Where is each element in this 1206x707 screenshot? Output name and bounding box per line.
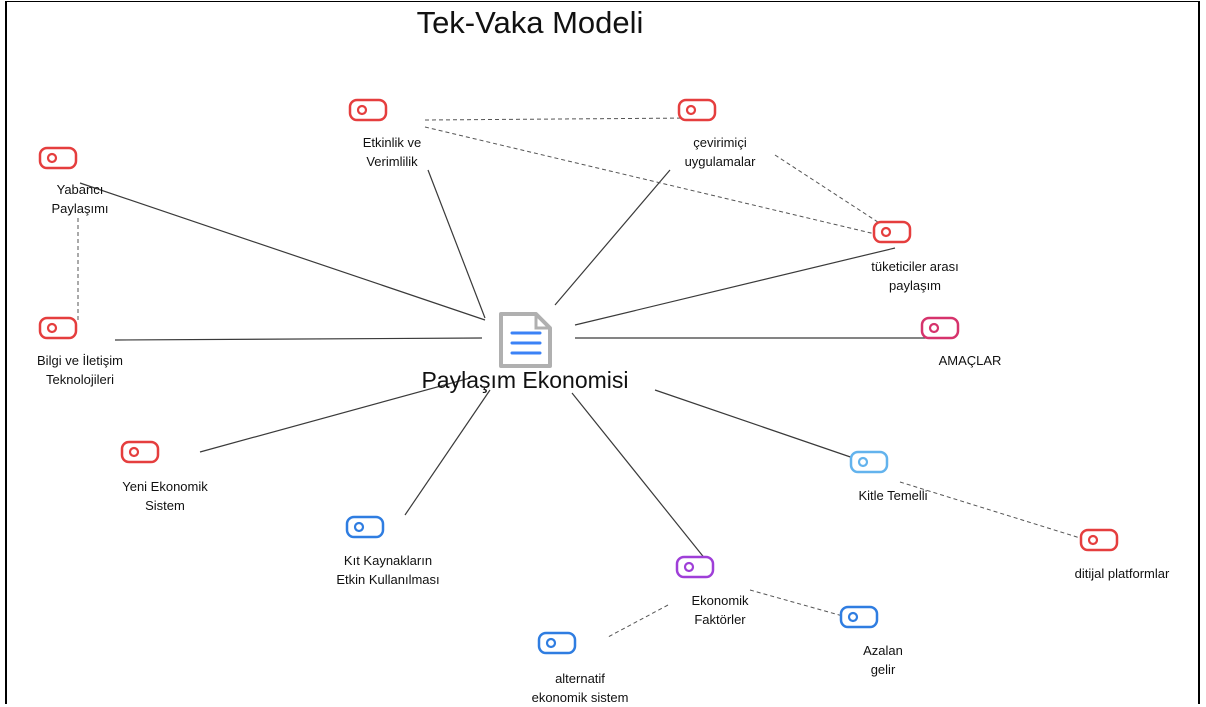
kitle-tag-icon[interactable] bbox=[849, 450, 889, 474]
connector-line bbox=[79, 182, 486, 321]
node-label-ditijal[interactable]: ditijal platformlar bbox=[1074, 566, 1170, 581]
connector-line bbox=[404, 389, 491, 516]
diagram-frame bbox=[5, 1, 1200, 704]
dashed-connector bbox=[899, 481, 1094, 543]
ekonomik-tag-icon[interactable] bbox=[675, 555, 715, 579]
node-label-yabanci[interactable]: Yabancı Paylaşımı bbox=[51, 182, 109, 216]
node-label-cevrimici[interactable]: çevirimiçi uygulamalar bbox=[684, 135, 756, 169]
etkinlik-tag-icon[interactable] bbox=[348, 98, 388, 122]
tuketiciler-tag-icon[interactable] bbox=[872, 220, 912, 244]
dashed-connector bbox=[607, 604, 669, 638]
connector-line bbox=[427, 169, 486, 319]
kit-tag-icon[interactable] bbox=[345, 515, 385, 539]
connector-line bbox=[654, 389, 866, 463]
center-node-label[interactable]: Paylaşım Ekonomisi bbox=[421, 367, 629, 393]
node-label-ekonomik[interactable]: Ekonomik Faktörler bbox=[691, 593, 749, 627]
yabanci-tag-icon[interactable] bbox=[38, 146, 78, 170]
yeni-tag-icon[interactable] bbox=[120, 440, 160, 464]
node-label-bilgi[interactable]: Bilgi ve İletişim Teknolojileri bbox=[37, 353, 123, 387]
azalan-tag-icon[interactable] bbox=[839, 605, 879, 629]
node-label-tuketiciler[interactable]: tüketiciler arası paylaşım bbox=[871, 259, 959, 293]
node-label-yeni[interactable]: Yeni Ekonomik Sistem bbox=[122, 479, 208, 513]
dashed-connector bbox=[424, 117, 696, 121]
node-label-amaclar[interactable]: AMAÇLAR bbox=[938, 353, 1002, 368]
node-label-alternatif[interactable]: alternatif ekonomik sistem bbox=[531, 671, 629, 705]
connector-line bbox=[554, 169, 671, 306]
cevrimici-tag-icon[interactable] bbox=[677, 98, 717, 122]
node-label-azalan[interactable]: Azalan gelir bbox=[863, 643, 903, 677]
dashed-connector bbox=[424, 126, 893, 239]
node-label-kit[interactable]: Kıt Kaynakların Etkin Kullanılması bbox=[336, 553, 440, 587]
connector-line bbox=[199, 377, 471, 453]
node-label-etkinlik[interactable]: Etkinlik ve Verimlilik bbox=[362, 135, 422, 169]
dashed-connector bbox=[774, 154, 888, 229]
document-icon[interactable] bbox=[499, 312, 552, 368]
diagram-title: Tek-Vaka Modeli bbox=[416, 5, 644, 40]
dashed-connector bbox=[749, 589, 858, 621]
connector-line bbox=[114, 337, 483, 341]
bilgi-tag-icon[interactable] bbox=[38, 316, 78, 340]
amaclar-tag-icon[interactable] bbox=[920, 316, 960, 340]
ditijal-tag-icon[interactable] bbox=[1079, 528, 1119, 552]
node-label-kitle[interactable]: Kitle Temelli bbox=[858, 488, 928, 503]
alternatif-tag-icon[interactable] bbox=[537, 631, 577, 655]
connector-line bbox=[574, 247, 896, 326]
connector-line bbox=[571, 392, 707, 561]
